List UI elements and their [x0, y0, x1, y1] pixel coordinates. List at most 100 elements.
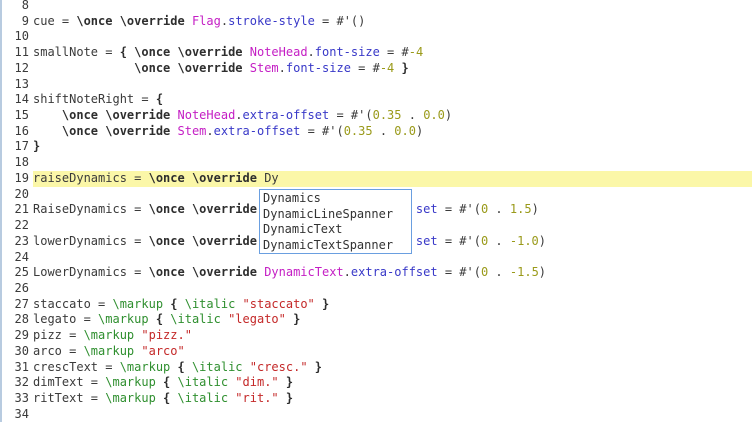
- code-token-str: "rit.": [235, 390, 279, 405]
- code-line[interactable]: 10​: [2, 29, 752, 45]
- autocomplete-item[interactable]: DynamicText: [263, 222, 343, 236]
- code-token: [33, 108, 62, 122]
- code-token: .: [488, 202, 510, 217]
- line-code: ​: [33, 281, 752, 297]
- code-line[interactable]: 33​ritText = \markup { \italic "rit." }: [2, 391, 752, 407]
- code-token: legato =: [33, 312, 99, 327]
- line-code: ​staccato = \markup { \italic "staccato"…: [33, 297, 752, 313]
- code-token-num: -4: [408, 45, 424, 60]
- code-line[interactable]: 29​pizz = \markup "pizz.": [2, 328, 752, 344]
- code-line[interactable]: 24​: [2, 250, 752, 266]
- code-token: = #: [350, 60, 380, 75]
- line-number: 9: [21, 13, 29, 28]
- code-token-prop: set: [415, 233, 438, 248]
- line-number: 34: [14, 406, 29, 421]
- autocomplete-item[interactable]: DynamicTextSpanner: [263, 237, 394, 252]
- code-token-num: 1.5: [509, 202, 532, 217]
- code-token-kw: \once \override: [61, 123, 178, 138]
- code-token-num: -4: [379, 60, 395, 75]
- line-number: 18: [14, 155, 29, 170]
- code-line[interactable]: 27 ​staccato = \markup { \italic "staccat…: [2, 297, 752, 313]
- code-token: pizz =: [33, 328, 84, 343]
- code-token-num: 0: [480, 265, 489, 280]
- line-number: 13: [14, 76, 29, 91]
- code-token-prop: extra-offset: [242, 108, 330, 123]
- code-token-kw: \once \override: [148, 233, 265, 248]
- code-line[interactable]: 30​arco = \markup "arco": [2, 344, 752, 360]
- code-line[interactable]: 23​lowerDynamics = \once \override set =…: [2, 234, 752, 250]
- code-token: [279, 375, 286, 389]
- code-line[interactable]: 22​: [2, 218, 752, 234]
- code-token: LowerDynamics =: [33, 265, 149, 280]
- code-line[interactable]: 32​dimText = \markup { \italic "dim." }: [2, 375, 752, 391]
- code-token: ): [538, 233, 547, 248]
- code-token-mk: \italic: [184, 296, 243, 311]
- code-token-brace: {: [163, 390, 178, 405]
- code-line[interactable]: 20​: [2, 187, 752, 203]
- code-token-brace: }: [285, 390, 294, 405]
- code-token: .: [343, 265, 351, 280]
- autocomplete-item[interactable]: Dynamics: [263, 191, 321, 205]
- code-token: = #'(: [437, 233, 481, 248]
- code-line[interactable]: 14​shiftNoteRight = {: [2, 92, 752, 108]
- line-code: ​ \once \override NoteHead.extra-offset …: [33, 108, 752, 124]
- line-number: 12: [14, 60, 29, 75]
- code-line[interactable]: 21​RaiseDynamics = \once \override set =…: [2, 202, 752, 218]
- line-number: 16: [14, 123, 29, 138]
- code-line[interactable]: 8​: [2, 0, 752, 14]
- code-token-grob: DynamicText: [264, 265, 344, 280]
- code-token-kw: \once \override: [148, 265, 265, 280]
- line-number: 20: [14, 186, 29, 201]
- code-token-mk: \markup: [83, 343, 142, 358]
- code-token: .: [307, 45, 315, 60]
- code-token-num: 0.0: [394, 123, 416, 138]
- line-number: 21: [14, 202, 29, 217]
- code-token-kw: \once \override: [148, 202, 265, 217]
- code-token-kw: \once \override: [134, 45, 250, 60]
- code-token: smallNote =: [33, 45, 120, 60]
- code-token: ): [415, 123, 424, 138]
- code-token-mk: \italic: [170, 312, 229, 327]
- code-token-prop: font-size: [285, 60, 351, 75]
- code-token-prop: extra-offset: [350, 265, 438, 280]
- code-line[interactable]: 25​LowerDynamics = \once \override Dynam…: [2, 265, 752, 281]
- code-token: [308, 360, 315, 374]
- code-token-prop: extra-offset: [213, 123, 301, 138]
- code-line[interactable]: 11​smallNote = { \once \override NoteHea…: [2, 45, 752, 61]
- code-token: = #'(: [329, 108, 373, 123]
- current-code-line[interactable]: 19​raiseDynamics = \once \override Dy: [2, 170, 752, 187]
- code-token-kw: \once \override: [61, 108, 178, 123]
- code-line[interactable]: 13​: [2, 77, 752, 93]
- line-number: 24: [14, 249, 29, 264]
- code-token-brace: }: [293, 312, 301, 327]
- code-line[interactable]: 26 ​: [2, 281, 752, 297]
- code-line[interactable]: 34 ​: [2, 407, 752, 422]
- code-token: ): [538, 265, 547, 280]
- code-token-grob: NoteHead: [249, 45, 308, 60]
- code-line[interactable]: 9​cue = \once \override Flag.stroke-styl…: [2, 14, 752, 30]
- code-line[interactable]: 16​ \once \override Stem.extra-offset = …: [2, 124, 752, 140]
- code-token-brace: {: [177, 359, 192, 374]
- code-token: = #'(): [314, 13, 366, 28]
- code-token: [279, 391, 286, 405]
- code-line[interactable]: 28​legato = \markup { \italic "legato" }: [2, 312, 752, 328]
- line-number: 26: [14, 280, 29, 295]
- line-code: ​shiftNoteRight = {: [33, 92, 752, 108]
- code-line[interactable]: 17​}: [2, 139, 752, 155]
- code-line[interactable]: 31​crescText = \markup { \italic "cresc.…: [2, 360, 752, 376]
- autocomplete-item[interactable]: DynamicLineSpanner: [263, 206, 394, 221]
- code-token-kw: \once \override: [148, 170, 265, 185]
- code-line[interactable]: 18​: [2, 155, 752, 171]
- line-code: ​: [33, 407, 752, 422]
- code-line[interactable]: 15​ \once \override NoteHead.extra-offse…: [2, 108, 752, 124]
- line-number: 27: [14, 296, 29, 311]
- code-token: RaiseDynamics =: [33, 202, 149, 217]
- code-token-grob: Flag: [191, 13, 221, 28]
- line-code: ​LowerDynamics = \once \override Dynamic…: [33, 265, 752, 281]
- code-line[interactable]: 12​ \once \override Stem.font-size = #-4…: [2, 61, 752, 77]
- line-code: ​: [33, 0, 752, 14]
- line-number: 32: [14, 375, 29, 390]
- code-token-mk: \markup: [112, 296, 171, 311]
